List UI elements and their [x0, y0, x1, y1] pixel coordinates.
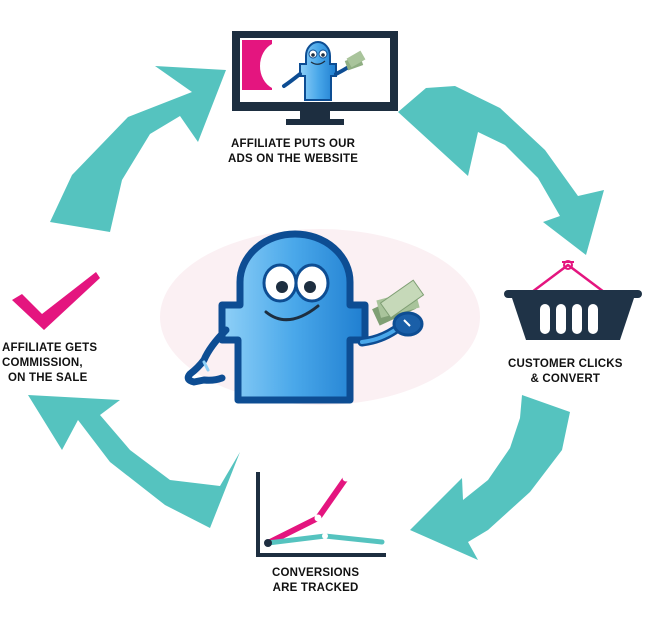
step-label-line: CUSTOMER CLICKS [508, 358, 623, 370]
small-mascot-icon [282, 41, 366, 101]
step-label-line: COMMISSION, [2, 357, 83, 369]
arrow-bottom-left [28, 395, 240, 528]
mascot-body [218, 230, 369, 404]
step-label-line: ADS ON THE WEBSITE [228, 153, 359, 165]
step-label-affiliate-commission: AFFILIATE GETS COMMISSION, ON THE SALE [2, 341, 97, 386]
center-mascot [160, 229, 480, 405]
step-label-affiliate-ads: AFFILIATE PUTS OUR ADS ON THE WEBSITE [228, 137, 358, 167]
step-label-line: AFFILIATE GETS [2, 342, 98, 354]
cash-icon [372, 279, 425, 326]
step-label-line: CONVERSIONS [272, 567, 360, 579]
step-label-line: & CONVERT [530, 373, 601, 385]
arrow-top-right [398, 86, 604, 255]
step-label-line: ARE TRACKED [272, 582, 359, 594]
checkmark-icon [12, 272, 100, 330]
step-label-conversions-tracked: CONVERSIONS ARE TRACKED [272, 566, 359, 596]
step-label-line: AFFILIATE PUTS OUR [230, 138, 356, 150]
shopping-basket-icon [504, 260, 642, 340]
line-chart-icon [256, 472, 386, 557]
step-label-line: ON THE SALE [8, 372, 88, 384]
monitor-icon [232, 31, 398, 125]
cycle-arrows [28, 66, 604, 560]
arrow-bottom-right [410, 395, 570, 560]
arrow-top-left [50, 66, 226, 232]
step-label-customer-clicks: CUSTOMER CLICKS & CONVERT [508, 357, 623, 387]
